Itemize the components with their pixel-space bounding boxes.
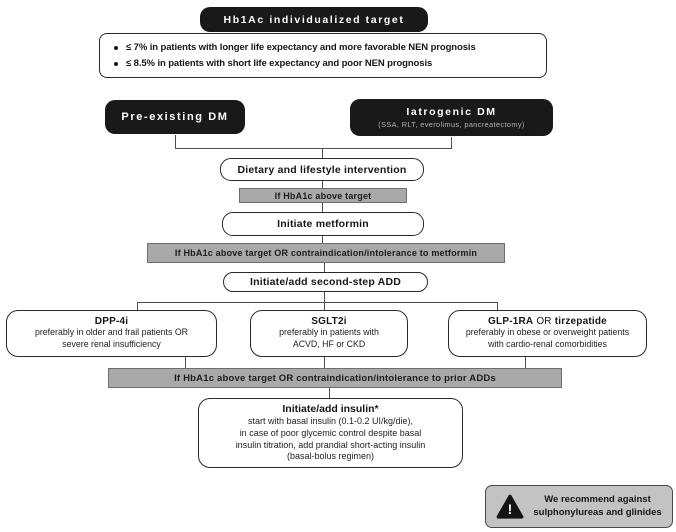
connector-line [322,203,323,212]
option-dpp4i-box: DPP-4i preferably in older and frail pat… [6,310,217,357]
option-sglt2i-line1: preferably in patients with [279,327,379,338]
option-sglt2i-title: SGLT2i [311,316,347,328]
option-dpp4i-line2: severe renal insufficiency [62,339,161,349]
connector-line [324,302,325,310]
warning-exclamation-mark: ! [508,501,513,517]
iatrogenic-dm-box: Iatrogenic DM (SSA, RLT, everolimus, pan… [350,99,553,136]
hb1ac-target-criteria-box: ≤ 7% in patients with longer life expect… [99,33,547,78]
connector-line [324,357,325,368]
option-glp1ra-line1: preferably in obese or overweight patien… [465,327,630,338]
insulin-line2: in case of poor glycemic control despite… [239,427,422,438]
insulin-line3: insulin titration, add prandial short-ac… [235,439,426,450]
condition-bar-hba1c-above-target: If HbA1c above target [239,188,407,203]
connector-line [322,181,323,188]
second-step-add-box: Initiate/add second-step ADD [223,272,428,292]
connector-line [175,135,176,148]
insulin-line1: start with basal insulin (0.1-0.2 UI/kg/… [247,416,414,427]
hb1ac-target-header: Hb1Ac individualized target [200,7,428,32]
option-glp1ra-title-part1: GLP-1RA [488,316,534,328]
option-glp1ra-title-part2: tirzepatide [554,316,607,328]
warning-triangle-icon: ! [496,494,524,519]
option-glp1ra-line2: with cardio-renal comorbidities [488,339,607,349]
option-sglt2i-box: SGLT2i preferably in patients with ACVD,… [250,310,408,357]
initiate-metformin-label: Initiate metformin [277,218,369,230]
dietary-intervention-box: Dietary and lifestyle intervention [220,158,424,181]
option-glp1ra-title-or: OR [536,316,552,328]
warning-recommendation-box: ! We recommend against sulphonylureas an… [485,485,673,528]
warning-text-line2: sulphonylureas and glinides [533,506,662,518]
bullet-dot-icon [114,61,118,66]
iatrogenic-dm-subtitle: (SSA, RLT, everolimus, pancreatectomy) [378,120,525,129]
condition2-label: If HbA1c above target OR contraindicatio… [174,248,478,258]
preexisting-dm-box: Pre-existing DM [105,100,245,134]
bullet-dot-icon [114,45,118,50]
warning-text-line1: We recommend against [544,494,651,506]
connector-line [137,302,498,303]
condition-bar-intolerance-metformin: If HbA1c above target OR contraindicatio… [147,243,505,263]
preexisting-dm-title: Pre-existing DM [121,111,229,123]
connector-line [137,302,138,310]
iatrogenic-dm-title: Iatrogenic DM [406,106,497,118]
target-bullet-1: ≤ 7% in patients with longer life expect… [126,42,476,53]
warning-text: We recommend against sulphonylureas and … [531,494,664,519]
target-bullet-row: ≤ 7% in patients with longer life expect… [114,42,538,53]
connector-line [322,236,323,243]
second-step-add-label: Initiate/add second-step ADD [249,276,402,288]
condition3-label: If HbA1c above target OR contraindicatio… [174,372,496,384]
hb1ac-target-title: Hb1Ac individualized target [223,13,405,26]
option-dpp4i-title: DPP-4i [94,316,129,328]
option-dpp4i-line1: preferably in older and frail patients O… [34,327,189,338]
target-bullet-2: ≤ 8.5% in patients with short life expec… [126,58,433,69]
connector-line [329,388,330,398]
condition-bar-intolerance-prior-adds: If HbA1c above target OR contraindicatio… [108,368,562,388]
initiate-insulin-title: Initiate/add insulin* [282,403,379,416]
connector-line [324,292,325,302]
connector-line [322,148,323,158]
dietary-intervention-label: Dietary and lifestyle intervention [237,163,407,176]
condition1-label: If HbA1c above target [274,190,372,201]
target-bullet-row: ≤ 8.5% in patients with short life expec… [114,58,538,69]
initiate-metformin-box: Initiate metformin [222,212,424,236]
initiate-insulin-box: Initiate/add insulin* start with basal i… [198,398,463,468]
connector-line [175,148,452,149]
connector-line [497,302,498,310]
connector-line [185,357,186,368]
option-sglt2i-line2: ACVD, HF or CKD [292,339,366,349]
connector-line [525,357,526,368]
insulin-line4: (basal-bolus regimen) [286,451,375,462]
connector-line [451,137,452,148]
connector-line [324,263,325,272]
